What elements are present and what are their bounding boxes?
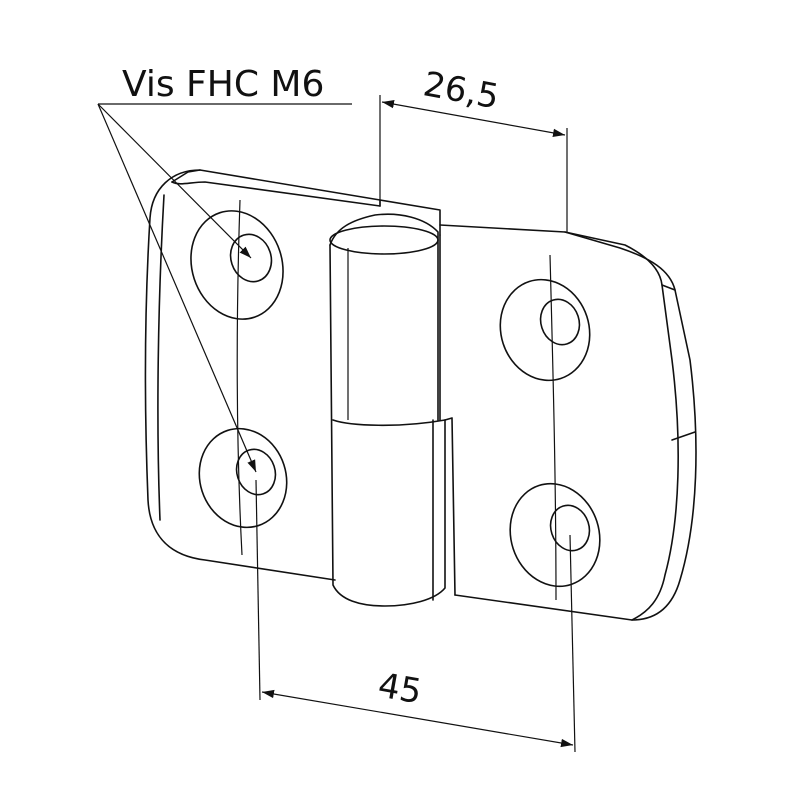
screw-leader <box>97 103 352 473</box>
right-leaf <box>439 224 697 621</box>
dimension-bottom <box>255 479 576 753</box>
dimension-top <box>379 95 568 232</box>
left-leaf <box>144 169 381 581</box>
dimension-bottom-value: 45 <box>375 665 425 712</box>
screw-hole-bottom-left <box>198 427 288 529</box>
hinge-knuckle <box>329 199 456 607</box>
screw-hole-top-right <box>499 278 591 382</box>
screw-label: Vis FHC M6 <box>122 64 324 105</box>
screw-hole-top-left <box>190 210 284 320</box>
dimension-top-value: 26,5 <box>420 64 502 117</box>
